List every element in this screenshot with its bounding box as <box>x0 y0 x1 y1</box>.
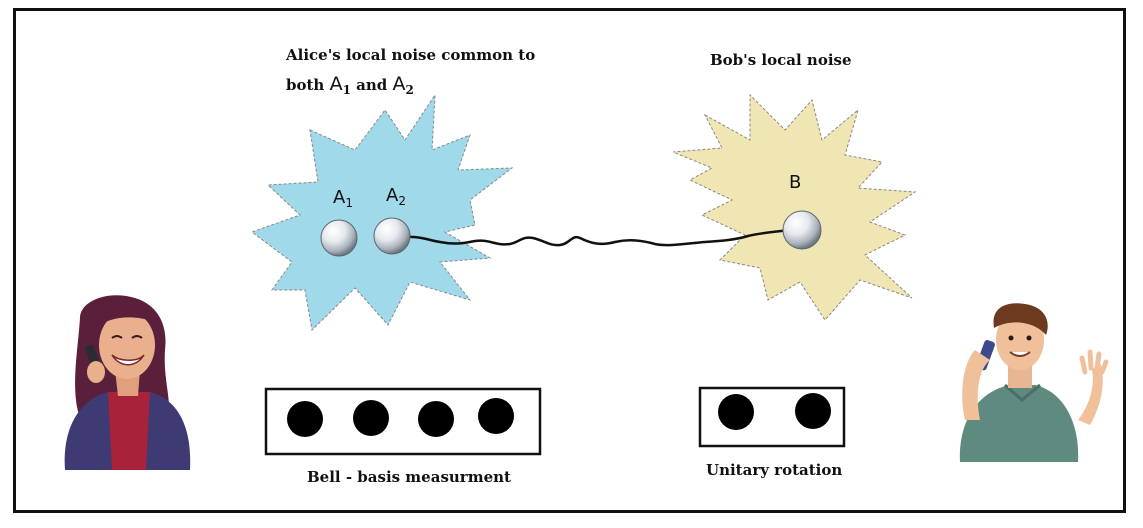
alice-avatar <box>64 295 191 470</box>
unitary-rotation-label: Unitary rotation <box>706 461 843 479</box>
alice-noise-a2-letter: A <box>392 73 406 95</box>
unitary-dot <box>718 394 754 430</box>
qubit-a1-letter: A <box>333 187 346 208</box>
alice-noise-cloud <box>250 93 514 332</box>
bell-measurement-label: Bell - basis measurment <box>307 468 511 486</box>
entanglement-link <box>403 228 791 247</box>
qubit-a2-sphere <box>373 217 411 255</box>
alice-noise-label-line1: Alice's local noise common to <box>286 46 536 64</box>
bell-dot <box>353 400 389 436</box>
alice-noise-a1-sub: 1 <box>342 83 351 97</box>
qubit-a1-label: A1 <box>333 187 353 210</box>
qubit-a2-label: A2 <box>386 185 406 208</box>
unitary-dot <box>795 393 831 429</box>
bell-dot <box>478 398 514 434</box>
qubit-a1-sphere <box>320 219 358 257</box>
qubit-a2-letter: A <box>386 185 399 206</box>
alice-noise-a2-sub: 2 <box>405 83 414 97</box>
bob-noise-cloud <box>672 93 917 321</box>
qubit-b-label: B <box>789 172 802 193</box>
alice-noise-a1-letter: A <box>329 73 343 95</box>
alice-noise-both-text: both <box>286 76 325 94</box>
bob-avatar <box>959 303 1109 462</box>
alice-noise-and-text: and <box>356 76 388 94</box>
diagram-frame <box>13 8 1126 513</box>
bell-dot <box>287 401 323 437</box>
qubit-b-sphere <box>782 210 822 250</box>
bob-noise-label: Bob's local noise <box>710 51 852 69</box>
qubit-a2-sub: 2 <box>398 194 406 208</box>
bell-dot <box>418 401 454 437</box>
qubit-a1-sub: 1 <box>345 196 353 210</box>
alice-noise-label-line2: both A1 and A2 <box>286 73 414 97</box>
